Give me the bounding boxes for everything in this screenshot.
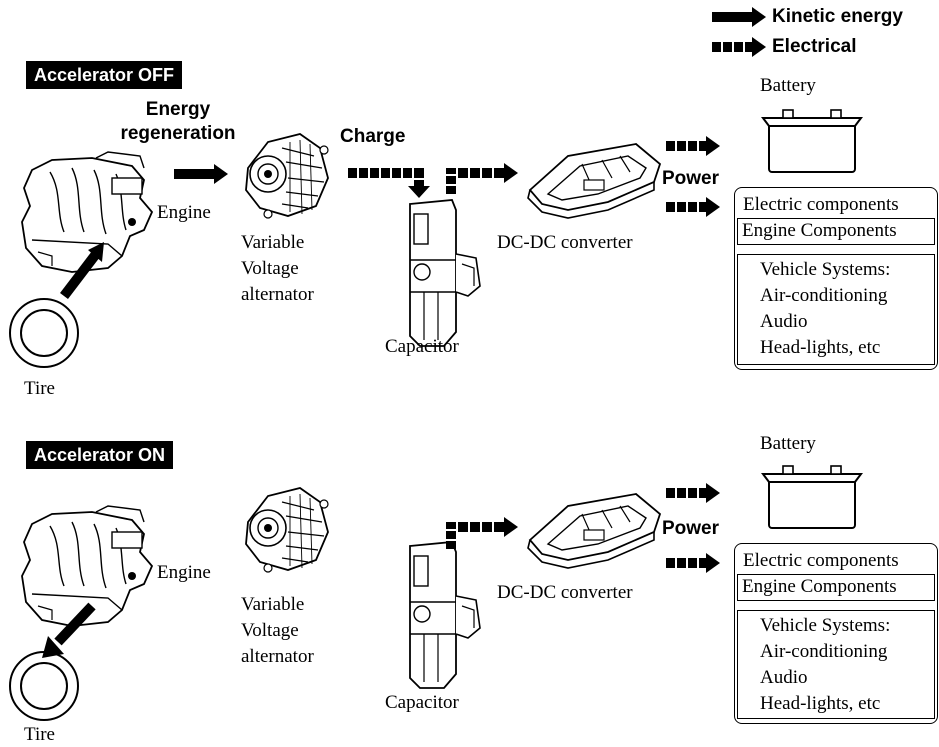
energy-regeneration-label: Energy regeneration: [120, 99, 236, 144]
legend-electrical-label: Electrical: [772, 36, 857, 57]
capacitor-to-dcdc-arrow: [446, 163, 518, 194]
tire-to-engine-arrow: [60, 242, 104, 300]
power-label: Power: [662, 518, 720, 539]
battery-icon: [762, 109, 862, 173]
vehicle-systems-box: Vehicle Systems: Air-conditioning Audio …: [737, 254, 935, 365]
alternator-label-line-2: Voltage: [241, 620, 299, 641]
charge-arrow: [348, 168, 430, 198]
vehicle-systems-line-3: Audio: [760, 667, 808, 688]
battery-label: Battery: [760, 433, 816, 454]
capacitor-label: Capacitor: [385, 692, 459, 713]
engine-icon: [21, 151, 153, 273]
alternator-label-line-2: Voltage: [241, 258, 299, 279]
tire-label: Tire: [24, 378, 55, 399]
alternator-label-line-3: alternator: [241, 284, 314, 305]
dcdc-converter-label: DC-DC converter: [497, 232, 633, 253]
components-box: Electric components Engine Components Ve…: [734, 543, 938, 724]
alternator-icon: [245, 487, 329, 573]
vehicle-systems-box: Vehicle Systems: Air-conditioning Audio …: [737, 610, 935, 719]
dcdc-converter-label: DC-DC converter: [497, 582, 633, 603]
vehicle-systems-line-4: Head-lights, etc: [760, 337, 881, 358]
tire-icon: [9, 651, 79, 721]
tire-label: Tire: [24, 724, 55, 745]
power-to-battery-arrow: [666, 136, 720, 156]
dcdc-converter-icon: [527, 143, 661, 219]
vehicle-systems-line-3: Audio: [760, 311, 808, 332]
engine-components-label: Engine Components: [742, 220, 897, 241]
components-box: Electric components Engine Components Ve…: [734, 187, 938, 370]
vehicle-systems-line-2: Air-conditioning: [760, 641, 888, 662]
vehicle-systems-line-4: Head-lights, etc: [760, 693, 881, 714]
capacitor-to-dcdc-arrow: [446, 517, 518, 549]
battery-icon: [762, 465, 862, 529]
alternator-label-line-1: Variable: [241, 232, 305, 253]
vehicle-systems-line-2: Air-conditioning: [760, 285, 888, 306]
alternator-label-line-3: alternator: [241, 646, 314, 667]
engine-label: Engine: [157, 562, 211, 583]
power-to-battery-arrow: [666, 483, 720, 503]
regeneration-arrow: [174, 164, 228, 184]
charge-label: Charge: [340, 126, 406, 147]
vehicle-systems-line-1: Vehicle Systems:: [760, 259, 891, 280]
dcdc-converter-icon: [527, 493, 661, 569]
engine-components-box: Engine Components: [737, 218, 935, 245]
capacitor-icon: [409, 199, 481, 347]
legend-kinetic-label: Kinetic energy: [772, 6, 903, 27]
battery-label: Battery: [760, 75, 816, 96]
power-to-components-arrow: [666, 197, 720, 217]
alternator-label-line-1: Variable: [241, 594, 305, 615]
panel-header: Accelerator OFF: [26, 61, 183, 89]
vehicle-systems-line-1: Vehicle Systems:: [760, 615, 891, 636]
alternator-icon: [245, 133, 329, 219]
panel-header: Accelerator ON: [26, 441, 174, 469]
electric-components-label: Electric components: [743, 550, 899, 571]
engine-to-tire-arrow: [42, 602, 96, 658]
electric-components-label: Electric components: [743, 194, 899, 215]
engine-components-box: Engine Components: [737, 574, 935, 601]
engine-label: Engine: [157, 202, 211, 223]
capacitor-label: Capacitor: [385, 336, 459, 357]
tire-icon: [9, 298, 79, 368]
engine-components-label: Engine Components: [742, 576, 897, 597]
power-to-components-arrow: [666, 553, 720, 573]
power-label: Power: [662, 168, 720, 189]
legend-electrical-arrow: [712, 37, 766, 57]
capacitor-icon: [409, 541, 481, 689]
legend-kinetic-arrow: [712, 7, 766, 27]
